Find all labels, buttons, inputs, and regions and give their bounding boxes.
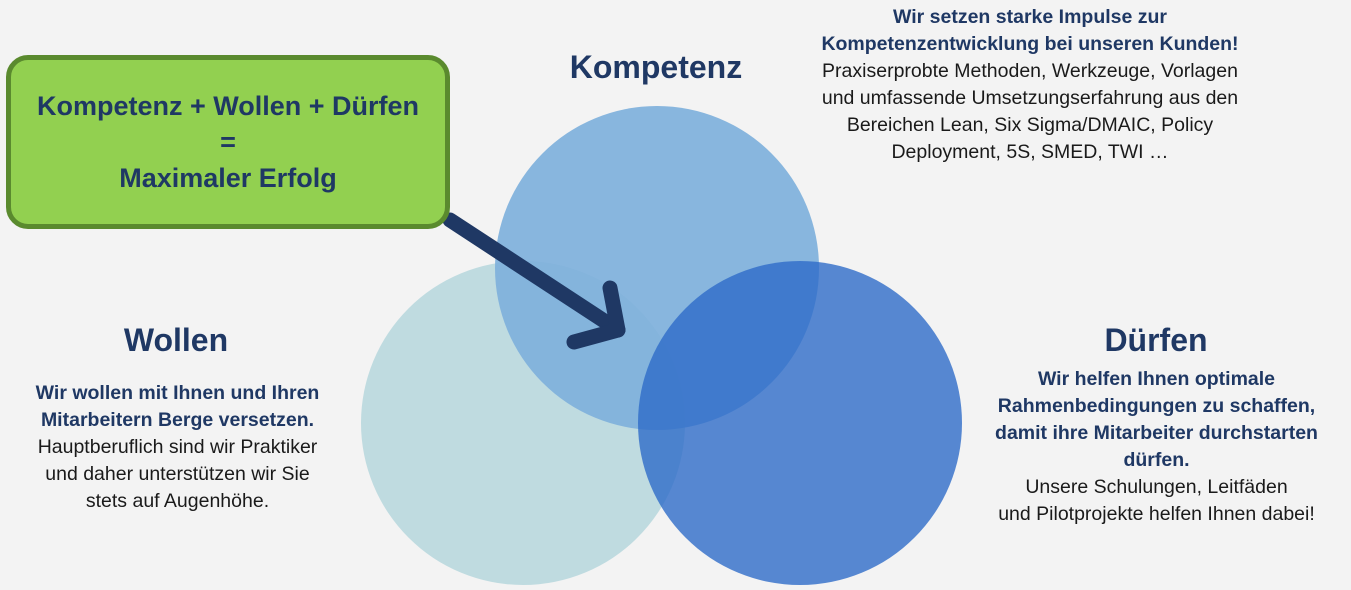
duerfen-body-line-1: Unsere Schulungen, Leitfäden (1025, 476, 1288, 498)
wollen-heading: Wollen (123, 322, 229, 358)
duerfen-bold-line-2: Rahmenbedingungen zu schaffen, (997, 395, 1316, 417)
duerfen-circle (638, 261, 962, 585)
kompetenz-bold-line-2: Kompetenzentwicklung bei unseren Kunden! (821, 33, 1239, 55)
kompetenz-body-line-4: Deployment, 5S, SMED, TWI … (891, 141, 1169, 163)
duerfen-bold-line-1: Wir helfen Ihnen optimale (1037, 368, 1276, 390)
callout-line3: Maximaler Erfolg (119, 163, 337, 193)
kompetenz-heading: Kompetenz (569, 49, 743, 85)
duerfen-text: Wir helfen Ihnen optimale Rahmenbedingun… (962, 366, 1351, 528)
wollen-bold-line-2: Mitarbeitern Berge versetzen. (40, 409, 315, 431)
wollen-body-line-2: und daher unterstützen wir Sie (45, 463, 310, 485)
kompetenz-bold-line-1: Wir setzen starke Impulse zur (893, 6, 1167, 28)
duerfen-bold-line-4: dürfen. (1123, 449, 1190, 471)
wollen-text: Wir wollen mit Ihnen und Ihren Mitarbeit… (0, 380, 355, 515)
arrow-icon (442, 212, 626, 350)
wollen-body-line-1: Hauptberuflich sind wir Praktiker (37, 436, 318, 458)
kompetenz-body-line-1: Praxiserprobte Methoden, Werkzeuge, Vorl… (822, 60, 1238, 82)
callout-line1: Kompetenz + Wollen + Dürfen (36, 91, 420, 121)
duerfen-body-line-2: und Pilotprojekte helfen Ihnen dabei! (998, 503, 1315, 525)
kompetenz-body-line-3: Bereichen Lean, Six Sigma/DMAIC, Policy (846, 114, 1214, 136)
duerfen-heading: Dürfen (1104, 322, 1208, 358)
wollen-bold-line-1: Wir wollen mit Ihnen und Ihren (35, 382, 320, 404)
wollen-body-line-3: stets auf Augenhöhe. (85, 490, 270, 512)
kompetenz-text: Wir setzen starke Impulse zur Kompetenze… (760, 4, 1300, 166)
duerfen-bold-line-3: damit ihre Mitarbeiter durchstarten (995, 422, 1318, 444)
callout-line2: = (220, 127, 236, 157)
kompetenz-body-line-2: und umfassende Umsetzungserfahrung aus d… (821, 87, 1239, 109)
formula-callout: Kompetenz + Wollen + Dürfen = Maximaler … (6, 55, 450, 229)
